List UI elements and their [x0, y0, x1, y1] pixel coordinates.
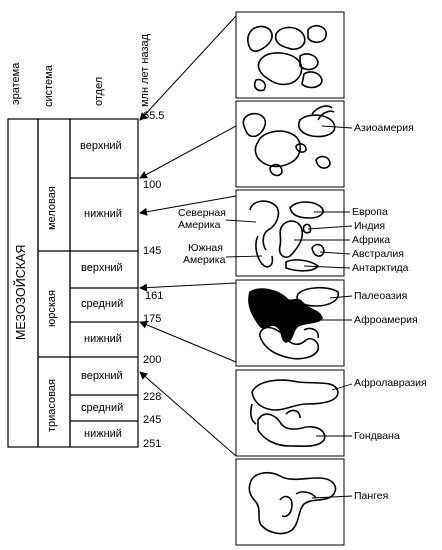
label-india: Индия [354, 220, 386, 232]
label-asiamerica: Азиоамерия [354, 122, 414, 134]
p1-shape-f [301, 71, 323, 89]
p5-inner [285, 409, 301, 419]
label-gondwana: Гондвана [354, 430, 400, 442]
panel-5 [235, 369, 345, 457]
p3-shape-in [302, 223, 312, 234]
p2-shape-c [297, 114, 336, 138]
p2-shape-b [254, 130, 302, 168]
division-tri-middle: средний [81, 402, 124, 414]
tick-245: 245 [143, 414, 162, 426]
panel-3 [235, 189, 345, 277]
division-jur-middle: средний [81, 298, 124, 310]
tick-145: 145 [143, 245, 162, 257]
label-africa: Африка [352, 234, 391, 246]
tick-161: 161 [145, 290, 164, 302]
p3-shape-af [278, 220, 304, 259]
panel-4 [235, 279, 345, 367]
p3-shape-na [249, 200, 280, 251]
division-cret-upper: верхний [80, 140, 122, 152]
p3-shape-sa [255, 235, 274, 268]
panel-6 [235, 458, 345, 546]
arrow-panel3 [139, 195, 237, 216]
label-pangea: Пангея [354, 490, 389, 502]
arrow-panel1 [139, 15, 237, 121]
p3-shape-eu [289, 201, 324, 219]
p2-shape-h [295, 143, 307, 153]
tick-251: 251 [143, 438, 162, 450]
panel-1 [235, 11, 345, 99]
p4-southern [259, 326, 320, 360]
p6-inner2 [295, 491, 317, 499]
tick-228: 228 [143, 391, 162, 403]
p1-shape-g [253, 78, 267, 92]
p3-shape-au [311, 243, 325, 257]
p2-shape-g [315, 155, 331, 169]
p1-shape-a [247, 25, 273, 53]
division-tri-upper: верхний [81, 370, 123, 382]
arrow-panel5 [139, 321, 237, 363]
p2-shape-a [242, 112, 267, 138]
label-south-america-1: Южная [188, 242, 223, 254]
label-south-america-2: Америка [183, 254, 226, 266]
label-australia: Австралия [352, 248, 404, 260]
p1-shape-c [307, 24, 327, 44]
p2-shape-f [269, 163, 283, 177]
p2-shape-d [311, 105, 333, 115]
label-antarctica: Антарктида [352, 262, 409, 274]
p5-gondwana [257, 413, 326, 448]
arrow-panel4 [139, 282, 237, 292]
p4-small [303, 327, 320, 339]
label-europe: Европа [352, 206, 388, 218]
p1-shape-d [257, 52, 303, 86]
p5-laurasia [251, 379, 339, 411]
arrow-panel2 [139, 125, 237, 179]
label-north-america-2: Америка [178, 219, 221, 231]
tick-65-5: 65.5 [143, 110, 165, 122]
label-afroamerica: Афроамерия [354, 314, 418, 326]
p1-shape-e [299, 53, 319, 71]
p3-shape-an [285, 259, 319, 272]
label-north-america-1: Северная [178, 207, 226, 219]
p6-pangea [248, 471, 337, 535]
label-afrolaurasia: Афролавразия [354, 377, 427, 389]
p5-inner2 [250, 403, 257, 425]
division-jur-lower: нижний [84, 333, 122, 345]
division-cret-lower: нижний [84, 208, 122, 220]
division-tri-lower: нижний [84, 428, 122, 440]
division-jur-upper: верхний [81, 262, 123, 274]
p2-shape-e [317, 110, 335, 121]
arrow-panel6 [139, 371, 237, 457]
tick-100: 100 [143, 179, 162, 191]
p1-shape-b [274, 26, 306, 51]
p6-inner [279, 495, 293, 518]
panel-2 [235, 100, 345, 188]
tick-200: 200 [143, 354, 162, 366]
label-paleoasia: Палеоазия [354, 290, 408, 302]
